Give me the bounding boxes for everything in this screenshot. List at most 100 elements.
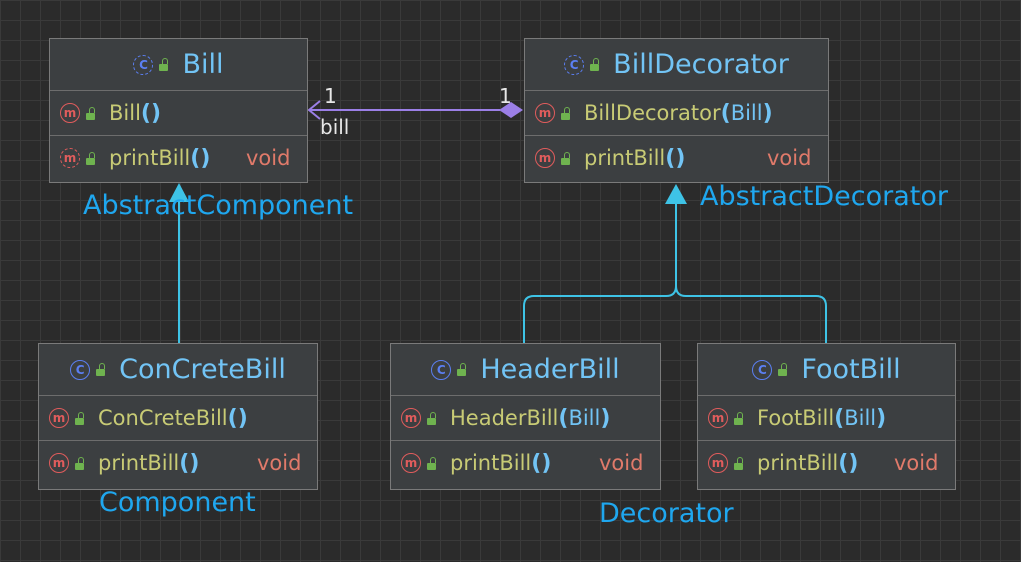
method-name: printBill [757, 451, 839, 475]
class-billdecorator[interactable]: C BillDecorator m BillDecorator(Bill) m … [524, 38, 829, 183]
class-name: FootBill [801, 354, 901, 385]
method-row[interactable]: m BillDecorator(Bill) [525, 90, 828, 135]
method-close-paren: ) [150, 100, 162, 126]
method-close-paren: ) [762, 100, 773, 126]
method-return-type: void [599, 451, 644, 475]
method-icon: m [708, 453, 728, 473]
method-param-type: Bill [730, 101, 763, 125]
visibility-public-icon [590, 58, 601, 71]
method-row[interactable]: m HeaderBill(Bill) [391, 395, 660, 440]
method-close-paren: ) [200, 145, 211, 171]
class-headerbill[interactable]: C HeaderBill m HeaderBill(Bill) m printB… [390, 343, 661, 490]
class-name: ConCreteBill [119, 354, 286, 385]
method-icon: m [708, 408, 728, 428]
class-header: C FootBill [698, 344, 955, 395]
class-icon: C [752, 359, 773, 380]
method-name: BillDecorator [584, 101, 721, 125]
class-icon: C [70, 359, 91, 380]
method-icon: m [49, 408, 69, 428]
note-component: Component [99, 487, 256, 518]
visibility-public-icon [734, 456, 745, 470]
method-icon: m [401, 408, 421, 428]
visibility-public-icon [734, 411, 745, 425]
method-close-paren: ) [848, 450, 859, 476]
method-param-type: Bill [844, 406, 877, 430]
visibility-public-icon [561, 151, 572, 165]
visibility-public-icon [86, 106, 97, 120]
class-icon: C [431, 359, 452, 380]
visibility-public-icon [75, 456, 86, 470]
visibility-public-icon [96, 363, 107, 376]
visibility-public-icon [427, 456, 438, 470]
method-row[interactable]: m printBill() void [525, 135, 828, 180]
method-open-paren: ( [179, 450, 190, 476]
method-icon: m [535, 103, 555, 123]
method-open-paren: ( [558, 405, 569, 431]
method-return-type: void [257, 451, 302, 475]
inheritance-edge-footbill-billdecorator [675, 285, 827, 343]
abstract-class-icon: C [133, 54, 154, 75]
association-arrowhead-bill [307, 100, 321, 120]
method-open-paren: ( [834, 405, 845, 431]
method-close-paren: ) [876, 405, 887, 431]
abstract-method-icon: m [60, 148, 80, 168]
class-header: C BillDecorator [525, 39, 828, 90]
method-close-paren: ) [541, 450, 552, 476]
method-name: printBill [450, 451, 532, 475]
method-row[interactable]: m ConCreteBill() [39, 395, 317, 440]
method-open-paren: ( [190, 145, 201, 171]
class-concretebill[interactable]: C ConCreteBill m ConCreteBill() m printB… [38, 343, 318, 490]
method-icon: m [60, 103, 80, 123]
method-row[interactable]: m FootBill(Bill) [698, 395, 955, 440]
method-row[interactable]: m Bill() [50, 90, 307, 135]
visibility-public-icon [159, 58, 170, 71]
method-icon: m [49, 453, 69, 473]
class-header: C HeaderBill [391, 344, 660, 395]
note-abstract-decorator: AbstractDecorator [700, 181, 948, 212]
association-target-multiplicity: 1 [499, 84, 512, 108]
inheritance-edge-headerbill-billdecorator [523, 198, 677, 343]
method-return-type: void [894, 451, 939, 475]
method-open-paren: ( [227, 405, 238, 431]
method-return-type: void [246, 146, 291, 170]
method-open-paren: ( [665, 145, 676, 171]
class-name: BillDecorator [613, 49, 789, 80]
method-name: Bill [109, 101, 141, 125]
method-name: HeaderBill [450, 406, 559, 430]
method-row[interactable]: m printBill() void [39, 440, 317, 485]
class-bill[interactable]: C Bill m Bill() m printBill() void [49, 38, 308, 183]
abstract-class-icon: C [564, 54, 585, 75]
inheritance-arrowhead-bill [169, 183, 189, 202]
method-name: printBill [584, 146, 666, 170]
method-close-paren: ) [237, 405, 248, 431]
association-source-multiplicity: 1 [324, 84, 337, 108]
note-decorator: Decorator [599, 498, 734, 529]
method-icon: m [535, 148, 555, 168]
visibility-public-icon [427, 411, 438, 425]
visibility-public-icon [561, 106, 572, 120]
method-close-paren: ) [189, 450, 200, 476]
method-open-paren: ( [838, 450, 849, 476]
class-name: HeaderBill [480, 354, 620, 385]
visibility-public-icon [778, 363, 789, 376]
method-param-type: Bill [568, 406, 601, 430]
method-row[interactable]: m printBill() void [391, 440, 660, 485]
note-abstract-component: AbstractComponent [83, 190, 354, 221]
class-header: C ConCreteBill [39, 344, 317, 395]
method-row[interactable]: m printBill() void [50, 135, 307, 180]
method-name: printBill [98, 451, 180, 475]
composition-diamond [499, 102, 523, 118]
class-header: C Bill [50, 39, 307, 90]
visibility-public-icon [75, 411, 86, 425]
visibility-public-icon [86, 151, 97, 165]
association-role-label: bill [320, 115, 350, 139]
class-footbill[interactable]: C FootBill m FootBill(Bill) m printBill(… [697, 343, 956, 490]
method-name: FootBill [757, 406, 835, 430]
method-row[interactable]: m printBill() void [698, 440, 955, 485]
method-open-paren: ( [720, 100, 731, 126]
class-name: Bill [182, 49, 224, 80]
method-open-paren: ( [140, 100, 151, 126]
method-close-paren: ) [600, 405, 611, 431]
method-name: ConCreteBill [98, 406, 228, 430]
